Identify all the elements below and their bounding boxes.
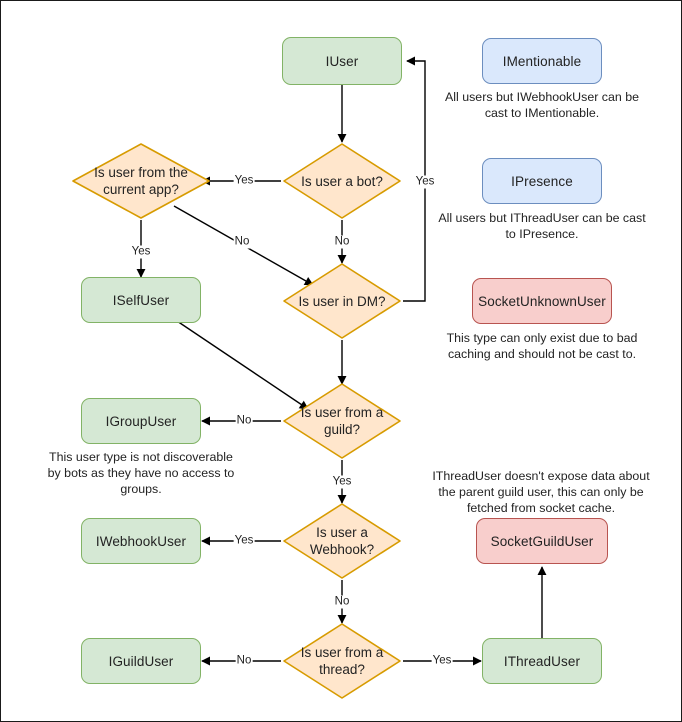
node-iguilduser-label: IGuildUser [108,653,174,669]
diamond-shape [283,263,401,339]
edge-label-is-thread-yes: Yes [431,654,453,668]
node-socketguilduser[interactable]: SocketGuildUser [476,518,608,564]
node-is-thread-label: Is user from a thread? [300,645,384,677]
edge-label-is-bot-no: No [333,235,351,249]
node-ipresence-label: IPresence [511,173,573,189]
note-ipresence: All users but IThreadUser can be cast to… [438,211,646,242]
edge-label-is-thread-no: No [235,654,253,668]
node-socketunknownuser-label: SocketUnknownUser [478,293,606,309]
node-is-current-app-label: Is user from the current app? [94,165,188,197]
edge-label-is-guild-no: No [235,414,253,428]
node-is-bot[interactable]: Is user a bot? [282,142,402,220]
diamond-shape [283,143,401,219]
node-iwebhookuser[interactable]: IWebhookUser [81,518,201,564]
edge-label-is-bot-yes: Yes [233,174,255,188]
node-is-bot-label: Is user a bot? [301,173,383,189]
node-is-current-app[interactable]: Is user from the current app? [71,142,211,220]
node-imentionable[interactable]: IMentionable [482,38,602,84]
node-iuser-label: IUser [325,53,359,69]
node-socketunknownuser[interactable]: SocketUnknownUser [472,278,612,324]
node-is-webhook[interactable]: Is user a Webhook? [282,502,402,580]
node-is-guild[interactable]: Is user from a guild? [282,382,402,460]
edge-label-current-app-no: No [233,235,251,249]
node-is-webhook-label: Is user a Webhook? [309,525,375,557]
node-imentionable-label: IMentionable [502,53,582,69]
node-ipresence[interactable]: IPresence [482,158,602,204]
diamond-shape [72,143,210,219]
node-igroupuser[interactable]: IGroupUser [81,398,201,444]
node-is-dm[interactable]: Is user in DM? [282,262,402,340]
diamond-shape [283,503,401,579]
node-iuser[interactable]: IUser [282,37,402,85]
edge-label-current-app-yes: Yes [130,245,152,259]
node-iwebhookuser-label: IWebhookUser [95,533,187,549]
node-socketguilduser-label: SocketGuildUser [490,533,594,549]
node-iselfuser-label: ISelfUser [112,292,170,308]
diamond-shape [283,623,401,699]
edge-label-is-dm-yes: Yes [414,175,436,189]
node-iguilduser[interactable]: IGuildUser [81,638,201,684]
note-socketguilduser: IThreadUser doesn't expose data about th… [432,469,650,516]
node-iselfuser[interactable]: ISelfUser [81,277,201,323]
node-is-thread[interactable]: Is user from a thread? [282,622,402,700]
note-imentionable: All users but IWebhookUser can be cast t… [445,90,639,121]
diamond-shape [283,383,401,459]
note-igroupuser: This user type is not discoverable by bo… [47,450,235,497]
node-is-guild-label: Is user from a guild? [300,405,384,437]
edge-label-is-webhook-yes: Yes [233,534,255,548]
note-socketunknownuser: This type can only exist due to bad cach… [446,331,638,362]
edge-label-is-webhook-no: No [333,595,351,609]
edge-label-is-guild-yes: Yes [331,475,353,489]
node-igroupuser-label: IGroupUser [105,413,177,429]
node-ithreaduser[interactable]: IThreadUser [482,638,602,684]
node-ithreaduser-label: IThreadUser [503,653,581,669]
node-is-dm-label: Is user in DM? [298,293,386,309]
